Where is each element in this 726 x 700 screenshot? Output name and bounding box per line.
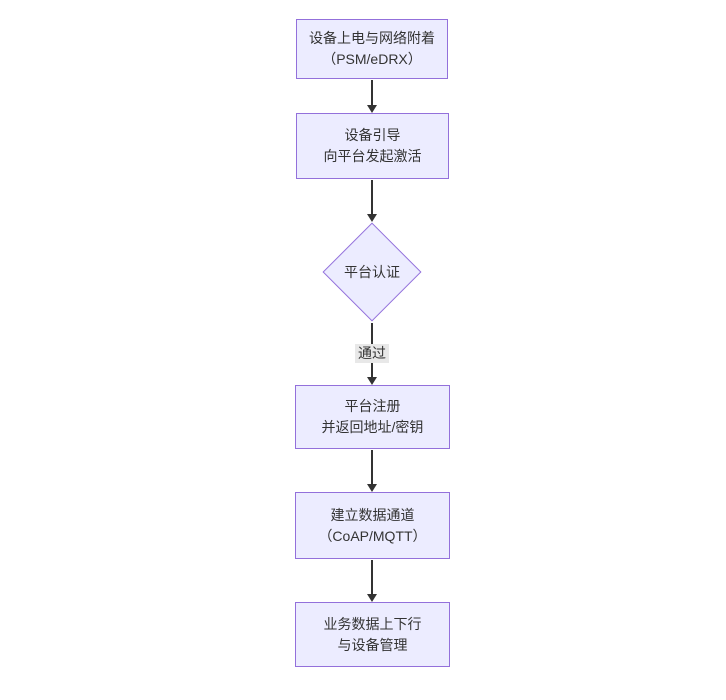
node-text-line: 建立数据通道 — [330, 506, 415, 523]
node-business: 业务数据上下行 与设备管理 — [295, 602, 450, 667]
edge-label-pass: 通过 — [355, 344, 389, 363]
arrowhead-down-icon — [367, 594, 377, 602]
edge-power-to-bootstrap-line — [371, 80, 373, 105]
node-auth-decision: 平台认证 — [322, 222, 422, 322]
edge-channel-to-business-line — [371, 560, 373, 594]
node-text-line: 平台认证 — [344, 264, 400, 280]
node-text-line: 设备引导 — [344, 127, 401, 143]
node-text-line: 与设备管理 — [337, 636, 408, 653]
node-text-line: 业务数据上下行 — [323, 615, 422, 632]
arrowhead-down-icon — [367, 484, 377, 492]
node-text-line: 向平台发起激活 — [323, 148, 422, 164]
edge-register-to-channel-line — [371, 450, 373, 484]
node-text-line: 并返回地址/密钥 — [321, 419, 424, 435]
node-bootstrap: 设备引导 向平台发起激活 — [296, 113, 449, 179]
node-power-attach: 设备上电与网络附着 （PSM/eDRX） — [296, 19, 448, 79]
node-text-line: 设备上电与网络附着 — [309, 30, 435, 46]
arrowhead-down-icon — [367, 214, 377, 222]
node-text-line: 平台注册 — [344, 398, 401, 414]
arrowhead-down-icon — [367, 377, 377, 385]
node-text-line: （CoAP/MQTT） — [318, 527, 427, 544]
edge-bootstrap-to-auth-line — [371, 180, 373, 214]
arrowhead-down-icon — [367, 105, 377, 113]
node-register: 平台注册 并返回地址/密钥 — [295, 385, 450, 449]
node-channel: 建立数据通道 （CoAP/MQTT） — [295, 492, 450, 559]
node-text-line: （PSM/eDRX） — [322, 51, 422, 67]
